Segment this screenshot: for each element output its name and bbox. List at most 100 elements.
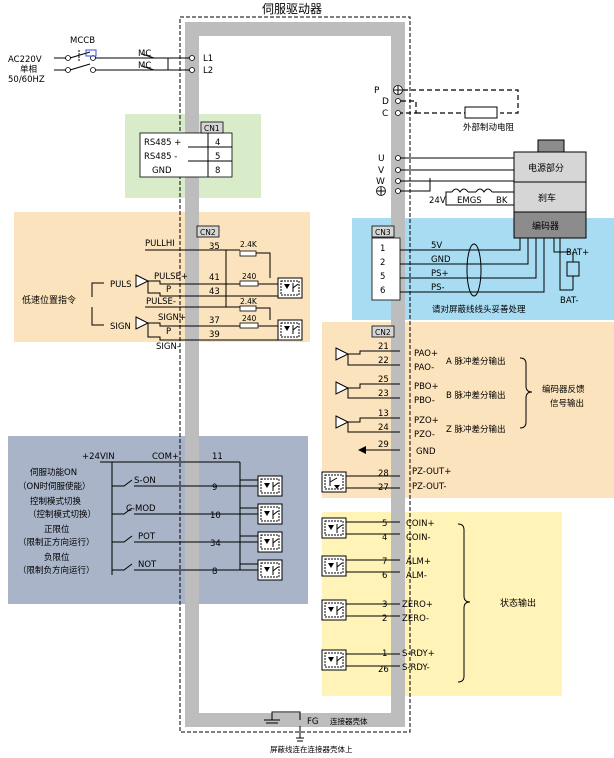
- brake-24v-label: 24V: [429, 196, 446, 206]
- pin-23: 23: [378, 389, 389, 399]
- terminal-c: C: [382, 109, 388, 119]
- terminal-p: P: [374, 86, 380, 96]
- fg-label: FG: [307, 717, 318, 727]
- pullhi-label: PULLHI: [145, 239, 175, 249]
- resistor-2k4-b: [239, 305, 257, 312]
- pulse-minus-label: PULSE-: [146, 297, 176, 307]
- shield-ground-note: 屏蔽线连在连接器壳体上: [270, 744, 353, 754]
- position-command-panel: [14, 212, 310, 342]
- emgs-label: EMGS: [457, 196, 482, 206]
- ac-frequency-label: 50/60HZ: [8, 75, 45, 85]
- mccb-breaker: [65, 49, 97, 73]
- pin-25: 25: [378, 375, 389, 385]
- status-optocoupler-2: [321, 555, 347, 577]
- not-signal: NOT: [138, 560, 157, 570]
- optocoupler-sign: [277, 319, 303, 341]
- cn1-pin-5: 5: [215, 152, 220, 162]
- cn1-connector: [139, 132, 233, 178]
- uvw-terminals: [376, 155, 401, 196]
- alm-minus-label: ALM-: [406, 571, 427, 581]
- cn3-pin-1: 1: [380, 244, 385, 254]
- cn2-input-tag: [196, 225, 220, 238]
- cn1-signal-gnd: GND: [152, 166, 172, 176]
- pin-13: 13: [378, 409, 389, 419]
- pin-21: 21: [378, 342, 389, 352]
- drive-title: 伺服驱动器: [262, 2, 322, 16]
- pz-out-plus-label: PZ-OUT+: [412, 467, 451, 477]
- coin-plus-pin: 5: [382, 519, 387, 529]
- mc-label-l1: MC: [138, 49, 151, 59]
- battery-plus-label: BAT+: [566, 248, 589, 258]
- alm-plus-pin: 7: [382, 557, 387, 567]
- input-1-desc-line1: 伺服功能ON: [30, 467, 77, 478]
- motor-brake-section: [513, 181, 587, 213]
- encoder-output-panel: [322, 322, 614, 498]
- motor-power-section: [513, 151, 587, 183]
- status-optocoupler-1: [321, 517, 347, 539]
- cn3-tag-label: CN3: [375, 228, 391, 237]
- terminal-v: V: [378, 166, 385, 176]
- zero-minus-pin: 2: [382, 614, 387, 624]
- s-rdy-minus-label: S-RDY-: [402, 663, 430, 673]
- mc-label-l2: MC: [138, 61, 151, 71]
- encoder-wiring: [400, 238, 580, 297]
- resistor-240-a: [239, 280, 259, 287]
- optocoupler-pz-out: [321, 471, 400, 493]
- mccb-label: MCCB: [70, 36, 95, 46]
- output-buffers: [335, 347, 400, 454]
- input-2-desc-line2: （控制模式切换）: [28, 509, 96, 520]
- status-brace: [457, 523, 471, 683]
- cn1-pin-4: 4: [215, 138, 220, 148]
- pin-39: 39: [209, 330, 220, 340]
- pin-41: 41: [209, 273, 220, 283]
- pbo-minus-label: PBO-: [414, 396, 435, 406]
- cn3-signal-ps-minus: PS-: [431, 283, 445, 293]
- terminal-l1: L1: [203, 54, 213, 64]
- input-4-desc-line2: （限制负方向运行）: [18, 565, 95, 576]
- drive-inner-frame: [185, 22, 405, 727]
- pin-28: 28: [378, 469, 389, 479]
- cn3-signal-5v: 5V: [431, 241, 442, 251]
- pin-43: 43: [209, 287, 220, 297]
- zero-minus-label: ZERO-: [402, 614, 429, 624]
- s-rdy-minus-pin: 26: [378, 665, 389, 675]
- cn1-signal-rs485-minus: RS485 -: [144, 152, 177, 162]
- resistor-2k4-a-label: 2.4K: [240, 240, 258, 249]
- coin-plus-label: COIN+: [406, 519, 435, 529]
- status-optocoupler-4: [321, 649, 347, 671]
- pulse-plus-label: PULSE+: [154, 272, 188, 282]
- pao-minus-label: PAO-: [414, 363, 434, 373]
- com-plus-label: COM+: [152, 452, 179, 462]
- cn1-tag-label: CN1: [204, 124, 220, 133]
- motor-brake-label: 刹车: [538, 192, 556, 204]
- pzo-plus-label: PZO+: [414, 416, 439, 426]
- ground-symbol: [264, 711, 304, 742]
- input-1-desc-line2: （ON时伺服使能）: [18, 481, 91, 492]
- pdc-terminals: [393, 85, 403, 116]
- feedback-label-line2: 信号输出: [550, 398, 584, 409]
- pbo-plus-label: PBO+: [414, 382, 439, 392]
- s-rdy-plus-pin: 1: [382, 649, 387, 659]
- c-mod-signal: C-MOD: [126, 504, 156, 514]
- cn1-tag: [200, 121, 224, 134]
- brake-resistor: [464, 106, 498, 119]
- pin-22: 22: [378, 356, 389, 366]
- alm-plus-label: ALM+: [406, 557, 431, 567]
- s-on-signal: S-ON: [134, 476, 156, 486]
- cn3-pin-5: 5: [380, 272, 385, 282]
- resistor-2k4-a: [239, 250, 257, 257]
- pz-out-minus-label: PZ-OUT-: [412, 482, 447, 492]
- input-switches: [111, 472, 212, 575]
- position-command-label: 低速位置指令: [22, 294, 76, 306]
- input-3-desc-line2: （限制正方向运行）: [18, 537, 95, 548]
- resistor-240-b-label: 240: [242, 314, 257, 323]
- cn3-tag: [371, 225, 395, 238]
- cn2-output-tag-label: CN2: [375, 328, 391, 337]
- alm-minus-pin: 6: [382, 571, 387, 581]
- coin-minus-pin: 4: [382, 533, 387, 543]
- sign-minus-label: SIGN-: [156, 342, 180, 352]
- pin-10: 10: [210, 511, 221, 521]
- status-optocoupler-3: [321, 599, 347, 621]
- optocoupler-pulse: [277, 277, 303, 299]
- motor-encoder-label: 编码器: [532, 220, 559, 232]
